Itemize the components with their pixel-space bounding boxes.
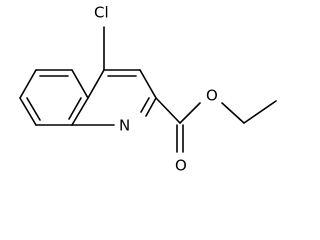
nitrogen-label: N <box>119 117 130 135</box>
ester-oxygen-label: O <box>206 87 218 105</box>
bond-c4a-c4 <box>87 69 105 99</box>
benzo-ring <box>19 69 89 126</box>
bond-c3-c2 <box>139 69 157 99</box>
bond-c6-c7 <box>19 69 37 99</box>
molecular-structure: Cl N O O <box>19 4 277 175</box>
bond-c2-carbonyl <box>155 97 181 124</box>
chlorine-label: Cl <box>94 4 109 22</box>
bond-ester-oxygen-ch2 <box>221 102 245 124</box>
pyridine-ring <box>71 69 157 126</box>
bond-c4a-c5 <box>71 69 89 99</box>
structure-canvas: Cl N O O <box>19 3 277 175</box>
double-bond-c8a-c4a <box>68 97 82 120</box>
double-bond-c7-c8 <box>26 97 41 121</box>
carbonyl-oxygen-label: O <box>175 157 187 175</box>
bond-carbonyl-ester-oxygen <box>179 102 201 124</box>
bond-ch2-ch3 <box>243 100 277 124</box>
ester-group <box>155 97 277 153</box>
bond-c8a-c4a <box>71 97 89 126</box>
double-bond-c2-n1 <box>140 97 150 113</box>
bond-c7-c8 <box>19 97 37 126</box>
bond-c2-n1 <box>145 97 157 117</box>
